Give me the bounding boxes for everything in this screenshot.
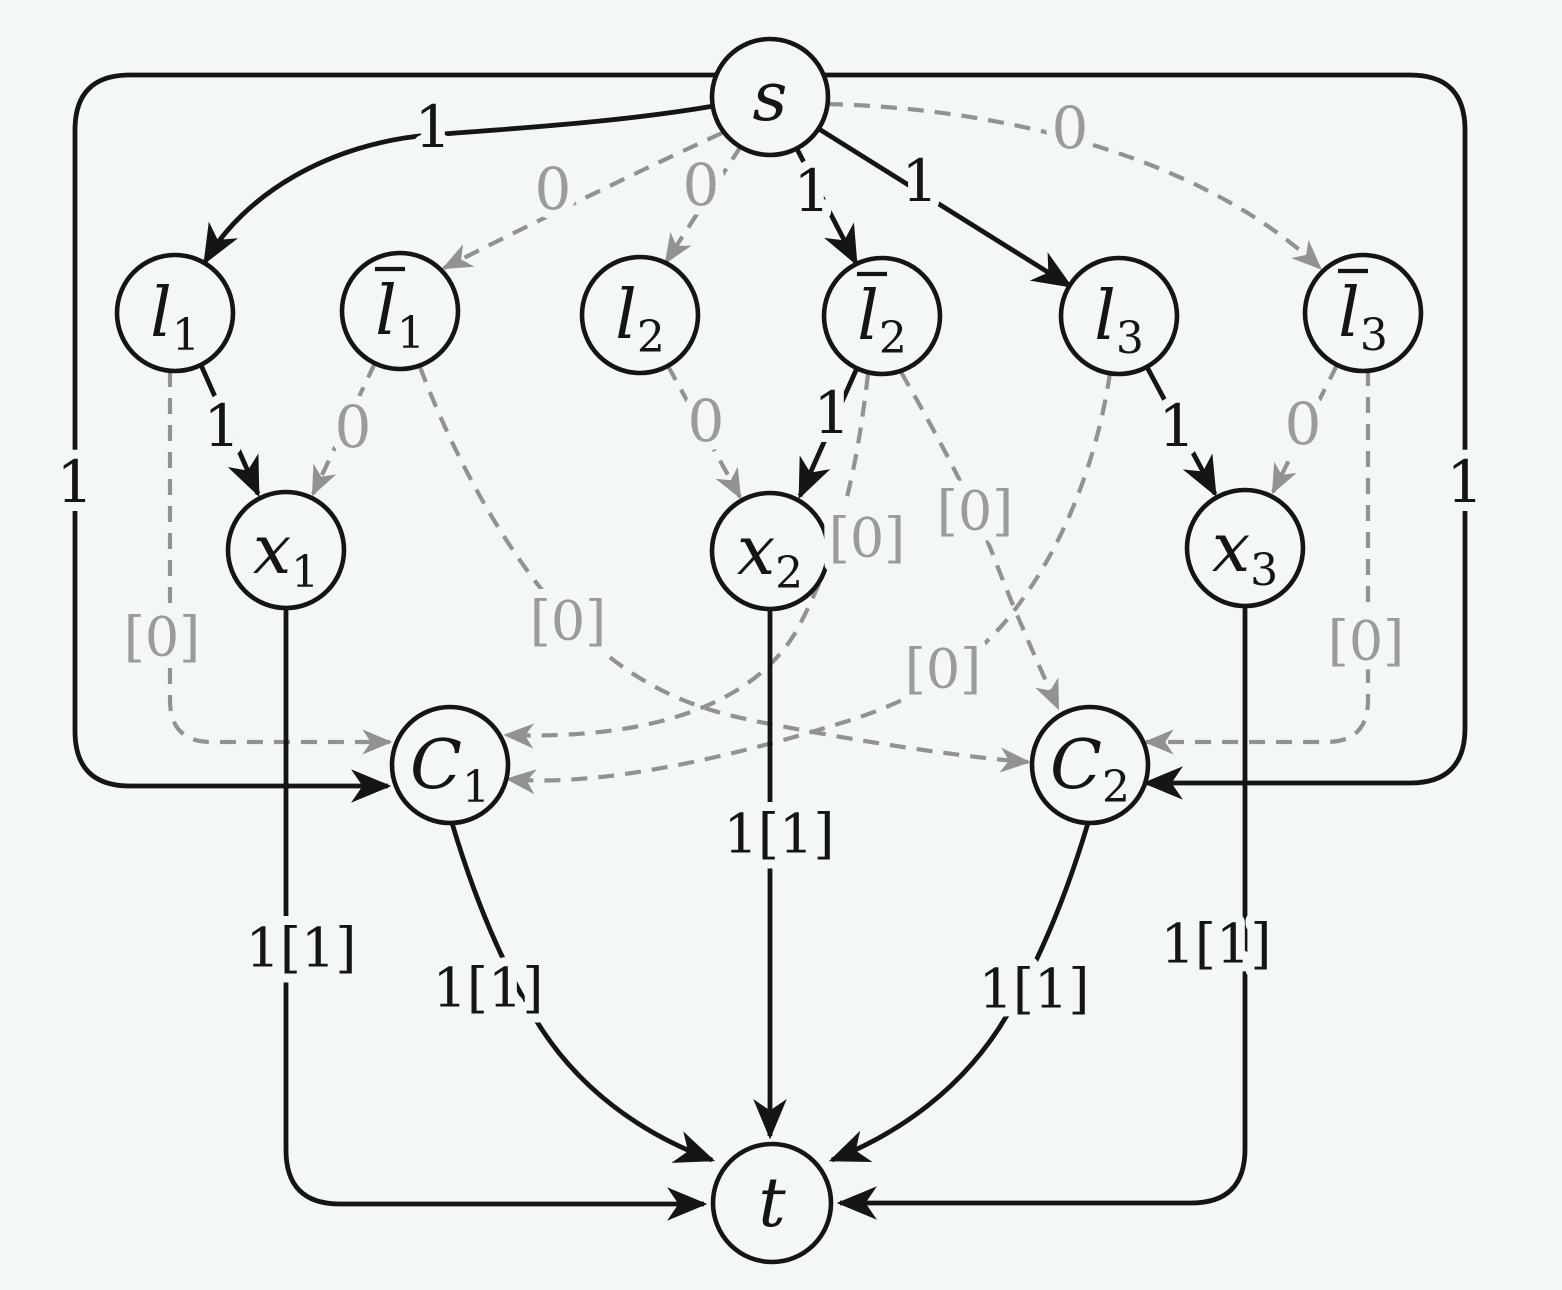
edge-label-s-l3: 1 <box>902 147 939 215</box>
node-label-lbar1: l1 <box>375 272 425 359</box>
node-label-C2: C2 <box>1050 726 1130 813</box>
edge-s-lbar1 <box>441 131 723 270</box>
edge-lbar1-C2 <box>418 366 1031 773</box>
edge-label-lbar3-x3: 0 <box>1285 390 1322 458</box>
node-label-x3: x3 <box>1212 509 1278 596</box>
edge-label-lbar1-C2: [0] <box>530 589 607 652</box>
edge-lbar3-C2 <box>1143 370 1371 755</box>
node-x2 <box>709 490 831 612</box>
node-label-C1: C1 <box>410 726 490 813</box>
node-x1 <box>225 489 347 611</box>
edge-label-l1-x1: 1 <box>204 392 241 460</box>
edge-label-s-l2: 0 <box>683 151 720 219</box>
node-label-x2: x2 <box>737 512 803 599</box>
edge-label-x1-t: 1[1] <box>246 916 357 979</box>
edge-label-l3-C1: [0] <box>905 637 982 700</box>
node-C1 <box>389 704 511 826</box>
node-C2 <box>1029 704 1151 826</box>
edge-C1-t <box>449 822 716 1163</box>
node-l2 <box>579 254 701 376</box>
edge-lbar2-x2 <box>797 367 860 500</box>
edge-label-lbar3-C2: [0] <box>1328 609 1405 672</box>
edge-lbar1-x1 <box>311 362 377 497</box>
edge-s-l2 <box>664 144 743 265</box>
node-lbar3 <box>1302 252 1424 374</box>
edge-s-l3 <box>817 126 1073 289</box>
node-t <box>710 1141 834 1265</box>
edge-label-s-lbar2: 1 <box>794 157 831 225</box>
edge-label-x3-t: 1[1] <box>1161 912 1272 975</box>
edge-l1-x1 <box>198 364 261 498</box>
node-label-lbar3: l3 <box>1338 274 1388 361</box>
node-label-l2: l2 <box>615 276 665 363</box>
edge-label-l3-x3: 1 <box>1159 392 1196 460</box>
edge-s-lbar3 <box>826 101 1322 270</box>
edge-label-s-C2: 1 <box>1447 448 1484 516</box>
edge-label-C1-t: 1[1] <box>433 956 544 1019</box>
edge-s-C1 <box>72 72 716 803</box>
edge-label-l2-x2: 0 <box>688 387 725 455</box>
node-label-t: t <box>758 1164 786 1243</box>
edge-label-lbar2-C2: [0] <box>937 479 1014 542</box>
edge-label-lbar2-x2: 1 <box>814 379 851 447</box>
edge-label-lbar2-C1: [0] <box>829 506 906 569</box>
edge-l1-C1 <box>167 371 393 755</box>
node-l1 <box>114 252 236 374</box>
edge-s-C2 <box>824 72 1468 800</box>
edge-lbar2-C1 <box>503 373 871 749</box>
edge-label-C2-t: 1[1] <box>979 957 1090 1020</box>
edge-x3-t <box>836 607 1248 1220</box>
edge-label-lbar1-x1: 0 <box>335 393 372 461</box>
node-label-l3: l3 <box>1094 277 1144 364</box>
node-lbar1 <box>339 250 461 372</box>
edge-lbar3-x3 <box>1271 364 1339 495</box>
edge-lbar2-C2 <box>899 370 1060 711</box>
edge-s-l1 <box>202 103 715 265</box>
edge-label-s-l1: 1 <box>415 93 452 161</box>
node-label-lbar2: l2 <box>857 277 907 364</box>
node-label-l1: l1 <box>150 274 200 361</box>
edge-label-l1-C1: [0] <box>124 605 201 668</box>
node-label-x1: x1 <box>253 511 319 598</box>
node-l3 <box>1058 255 1180 377</box>
edge-label-s-lbar3: 0 <box>1052 94 1089 162</box>
node-x3 <box>1184 487 1306 609</box>
edge-s-lbar2 <box>794 147 859 266</box>
node-s <box>709 36 831 158</box>
edge-label-x2-t: 1[1] <box>724 802 835 865</box>
edge-label-s-C1: 1 <box>57 448 94 516</box>
edge-C2-t <box>828 822 1091 1163</box>
edge-l3-C1 <box>505 372 1113 795</box>
edge-l3-x3 <box>1144 365 1218 497</box>
node-lbar2 <box>821 255 943 377</box>
node-label-s: s <box>753 58 788 137</box>
edge-x1-t <box>283 609 708 1221</box>
edge-label-s-lbar1: 0 <box>535 155 572 223</box>
